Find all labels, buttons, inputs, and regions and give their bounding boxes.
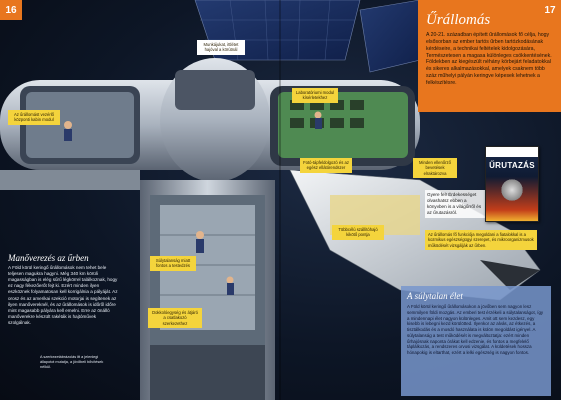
solar-panel-right xyxy=(359,0,421,73)
section-weightless-heading: A súlytalan élet xyxy=(407,291,463,301)
section-weightless-text: A Föld körül keringő űrállomásokon a jöv… xyxy=(407,304,544,356)
title-intro-text: A 20-21. században épített űrállomások f… xyxy=(426,32,552,87)
section-weightless-life: A súlytalan élet A Föld körül keringő űr… xyxy=(401,286,551,396)
title-panel: Űrállomás A 20-21. században épített űrá… xyxy=(418,0,561,112)
astronaut-icon xyxy=(500,177,524,203)
page-number-right: 17 xyxy=(539,0,561,20)
image-caption: A szerkezetábrázolás itt a jelenlegi áll… xyxy=(40,355,104,369)
book-title: ŰRUTAZÁS xyxy=(489,161,535,170)
label-solar-supply: Fotó-tápfeldolgozó és az egész ellátóren… xyxy=(300,158,352,173)
book-note: Gyere fel! Érdekességet olvashatsz ebben… xyxy=(425,190,485,218)
label-crew-control: Az űrállomást vezérlő központi kabin mod… xyxy=(8,110,60,125)
label-sleeping: Munkájukat, ittlétet hajóval a körútnál xyxy=(197,40,245,55)
section-maneuvering-heading: Manőverezés az űrben xyxy=(8,253,89,263)
label-lab: Laboratóriumi modul kísérletekhez xyxy=(292,88,338,103)
book-cover[interactable]: ŰRUTAZÁS xyxy=(485,146,539,222)
label-shuttle: Az űrállomás fő funkciója megoldani a fi… xyxy=(425,230,537,250)
label-supply: Minden ellenőrző bevetések elraktározva xyxy=(413,158,457,178)
label-hatch: Dokkolóegység és átjáró a csatlakozó sze… xyxy=(148,308,202,328)
section-maneuvering-text: A Föld körül keringő űrállomások nem teh… xyxy=(8,265,118,325)
label-gym: Súlytalanság miatt fontos a testedzés xyxy=(150,256,196,271)
page-gutter xyxy=(279,0,281,400)
section-maneuvering: Manőverezés az űrben A Föld körül kering… xyxy=(8,253,120,326)
page-number-left: 16 xyxy=(0,0,22,20)
page-title: Űrállomás xyxy=(426,12,491,28)
astronaut-figures xyxy=(64,111,322,295)
label-docking: Többcélú szállítóhajó kikötő pontja xyxy=(332,225,384,240)
